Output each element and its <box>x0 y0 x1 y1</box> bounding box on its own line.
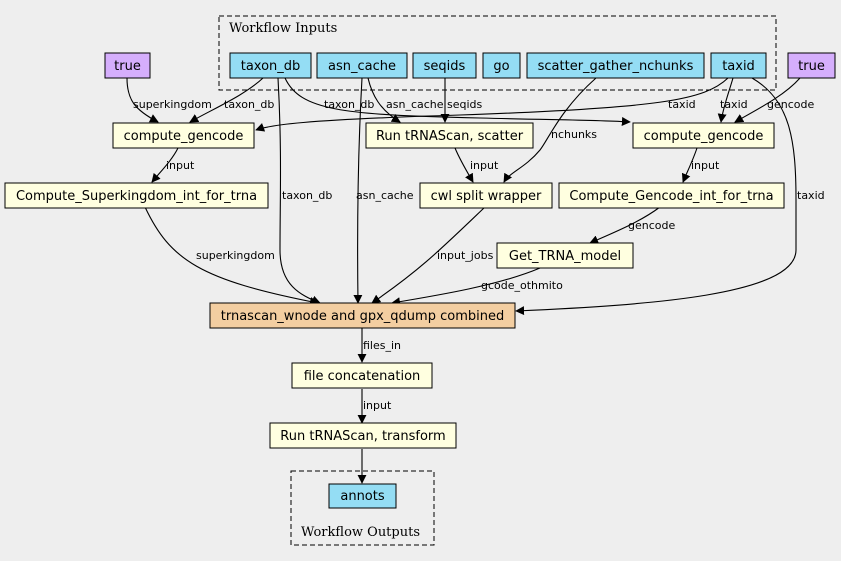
edge-label: input <box>470 159 499 172</box>
node-label: Compute_Gencode_int_for_trna <box>569 189 773 204</box>
param-node-true-left[interactable]: true <box>104 52 151 79</box>
edge-label: gencode <box>628 219 675 232</box>
step-node-trnascan-combined[interactable]: trnascan_wnode and gpx_qdump combined <box>209 302 516 329</box>
edge-taxid-compute-gencode-right <box>717 77 734 123</box>
workflow-inputs-label: Workflow Inputs <box>229 21 337 36</box>
node-label: trnascan_wnode and gpx_qdump combined <box>221 309 504 324</box>
edge-label: taxon_db <box>282 189 332 202</box>
edge-label: input_jobs <box>437 249 494 262</box>
edge-asncache-combined <box>353 77 363 304</box>
node-label: taxon_db <box>241 59 301 74</box>
edge-cwl-split-combined <box>371 206 486 304</box>
edge-taxondb-combined <box>277 77 321 305</box>
edge-label: taxid <box>668 98 696 111</box>
edge-gencode-int-get-trna-model <box>589 206 661 244</box>
step-node-compute-gencode-right[interactable]: compute_gencode <box>632 122 775 149</box>
node-label: annots <box>340 489 384 504</box>
edge-label: taxon_db <box>224 98 274 111</box>
node-label: Get_TRNA_model <box>509 249 621 264</box>
node-label: taxid <box>722 59 755 74</box>
node-label: Run tRNAScan, transform <box>280 429 445 444</box>
edge-label: input <box>363 399 392 412</box>
edge-label: taxon_db <box>324 98 374 111</box>
param-node-true-right[interactable]: true <box>787 52 836 79</box>
node-label: true <box>798 59 825 74</box>
edge-label: asn_cache <box>386 98 444 111</box>
edge-label: seqids <box>447 98 483 111</box>
input-node-taxon-db[interactable]: taxon_db <box>229 52 312 79</box>
edge-taxondb-compute-gencode-right <box>284 77 631 126</box>
edge-labels: superkingdom taxon_db taxon_db asn_cache… <box>133 98 825 412</box>
edge-label: input <box>691 159 720 172</box>
edges <box>126 77 801 484</box>
step-node-compute-gencode-left[interactable]: compute_gencode <box>112 122 255 149</box>
edge-asncache-run-scatter <box>367 77 401 123</box>
input-node-go[interactable]: go <box>482 52 521 79</box>
step-node-run-trnascan-scatter[interactable]: Run tRNAScan, scatter <box>365 122 534 149</box>
step-node-compute-gencode-int[interactable]: Compute_Gencode_int_for_trna <box>558 182 785 209</box>
node-label: cwl split wrapper <box>431 189 542 204</box>
edge-taxondb-compute-gencode-left <box>189 77 264 123</box>
edge-taxid-compute-gencode-left <box>255 77 729 132</box>
edge-label: taxid <box>797 189 825 202</box>
edge-run-scatter-cwl-split <box>454 147 474 183</box>
workflow-outputs-label: Workflow Outputs <box>301 525 420 540</box>
input-node-scatter-gather-nchunks[interactable]: scatter_gather_nchunks <box>526 52 705 79</box>
step-node-cwl-split-wrapper[interactable]: cwl split wrapper <box>419 182 553 209</box>
edge-label: gencode <box>767 98 814 111</box>
edge-label: files_in <box>363 339 401 352</box>
edge-label: gcode_othmito <box>481 279 563 292</box>
edge-true-compute-gencode-left <box>126 77 159 123</box>
node-label: Compute_Superkingdom_int_for_trna <box>16 189 257 204</box>
node-label: go <box>493 59 509 74</box>
node-label: file concatenation <box>304 369 421 384</box>
node-label: asn_cache <box>328 59 396 74</box>
step-node-get-trna-model[interactable]: Get_TRNA_model <box>496 242 634 269</box>
input-node-asn-cache[interactable]: asn_cache <box>316 52 408 79</box>
edge-compute-gencode-right-int <box>681 147 698 183</box>
edge-label: taxid <box>720 98 748 111</box>
edge-taxid-combined <box>515 77 797 316</box>
edge-nchunks-cwl-split <box>503 77 597 183</box>
node-label: scatter_gather_nchunks <box>538 59 694 74</box>
node-label: compute_gencode <box>124 129 244 144</box>
node-label: seqids <box>424 59 466 74</box>
edge-label: input <box>166 159 195 172</box>
step-node-run-trnascan-transform[interactable]: Run tRNAScan, transform <box>269 422 457 449</box>
node-label: compute_gencode <box>644 129 764 144</box>
edge-superkingdom-combined <box>144 206 319 306</box>
workflow-outputs-cluster <box>290 470 435 546</box>
nodes: true true taxon_db asn_cache seqids go s… <box>4 52 836 509</box>
edge-label: superkingdom <box>196 249 275 262</box>
edge-compute-gencode-left-superkingdom <box>151 147 179 183</box>
input-node-seqids[interactable]: seqids <box>412 52 477 79</box>
node-label: Run tRNAScan, scatter <box>376 129 524 144</box>
edge-true-right-compute-gencode-right <box>734 77 801 123</box>
edge-get-trna-model-combined <box>391 267 541 307</box>
edge-label: nchunks <box>551 128 597 141</box>
workflow-inputs-cluster <box>218 15 777 91</box>
node-label: true <box>114 59 141 74</box>
step-node-compute-superkingdom[interactable]: Compute_Superkingdom_int_for_trna <box>4 182 269 209</box>
output-node-annots[interactable]: annots <box>328 483 397 509</box>
edge-label: superkingdom <box>133 98 212 111</box>
input-node-taxid[interactable]: taxid <box>710 52 767 79</box>
edge-label: asn_cache <box>356 189 414 202</box>
step-node-file-concatenation[interactable]: file concatenation <box>291 362 433 389</box>
